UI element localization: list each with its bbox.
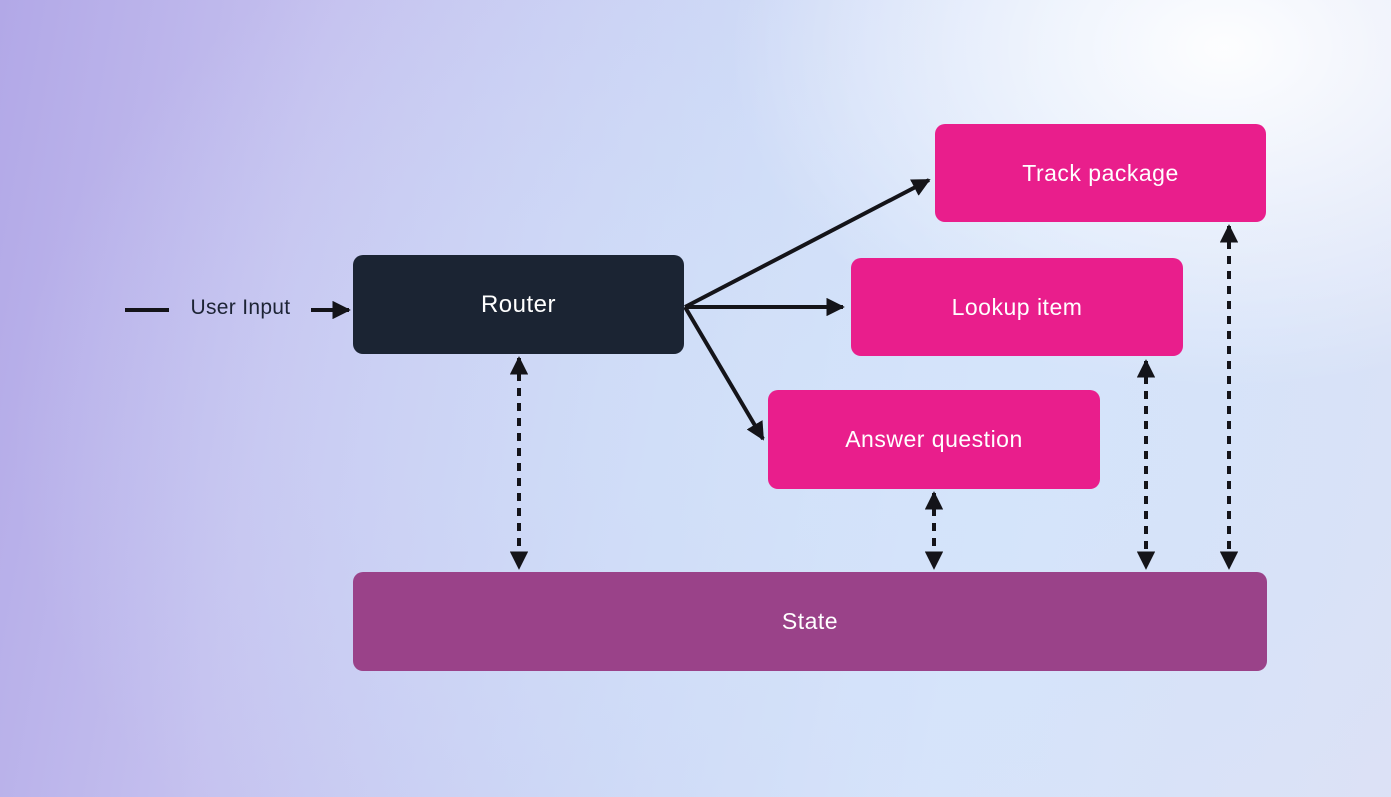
node-lookup-item-label: Lookup item: [951, 293, 1083, 320]
node-state-label: State: [781, 608, 839, 634]
user-input-label: User Input: [190, 296, 291, 319]
node-track-package: Track package: [935, 124, 1266, 222]
node-router: Router: [353, 255, 684, 354]
node-answer-question-label: Answer question: [845, 426, 1023, 452]
node-lookup-item: Lookup item: [851, 258, 1183, 356]
node-state: State: [353, 572, 1267, 671]
node-track-package-label: Track package: [1022, 159, 1179, 186]
edge-router-answer-question: [683, 305, 765, 441]
node-router-label: Router: [480, 290, 557, 318]
node-answer-question: Answer question: [768, 390, 1100, 489]
